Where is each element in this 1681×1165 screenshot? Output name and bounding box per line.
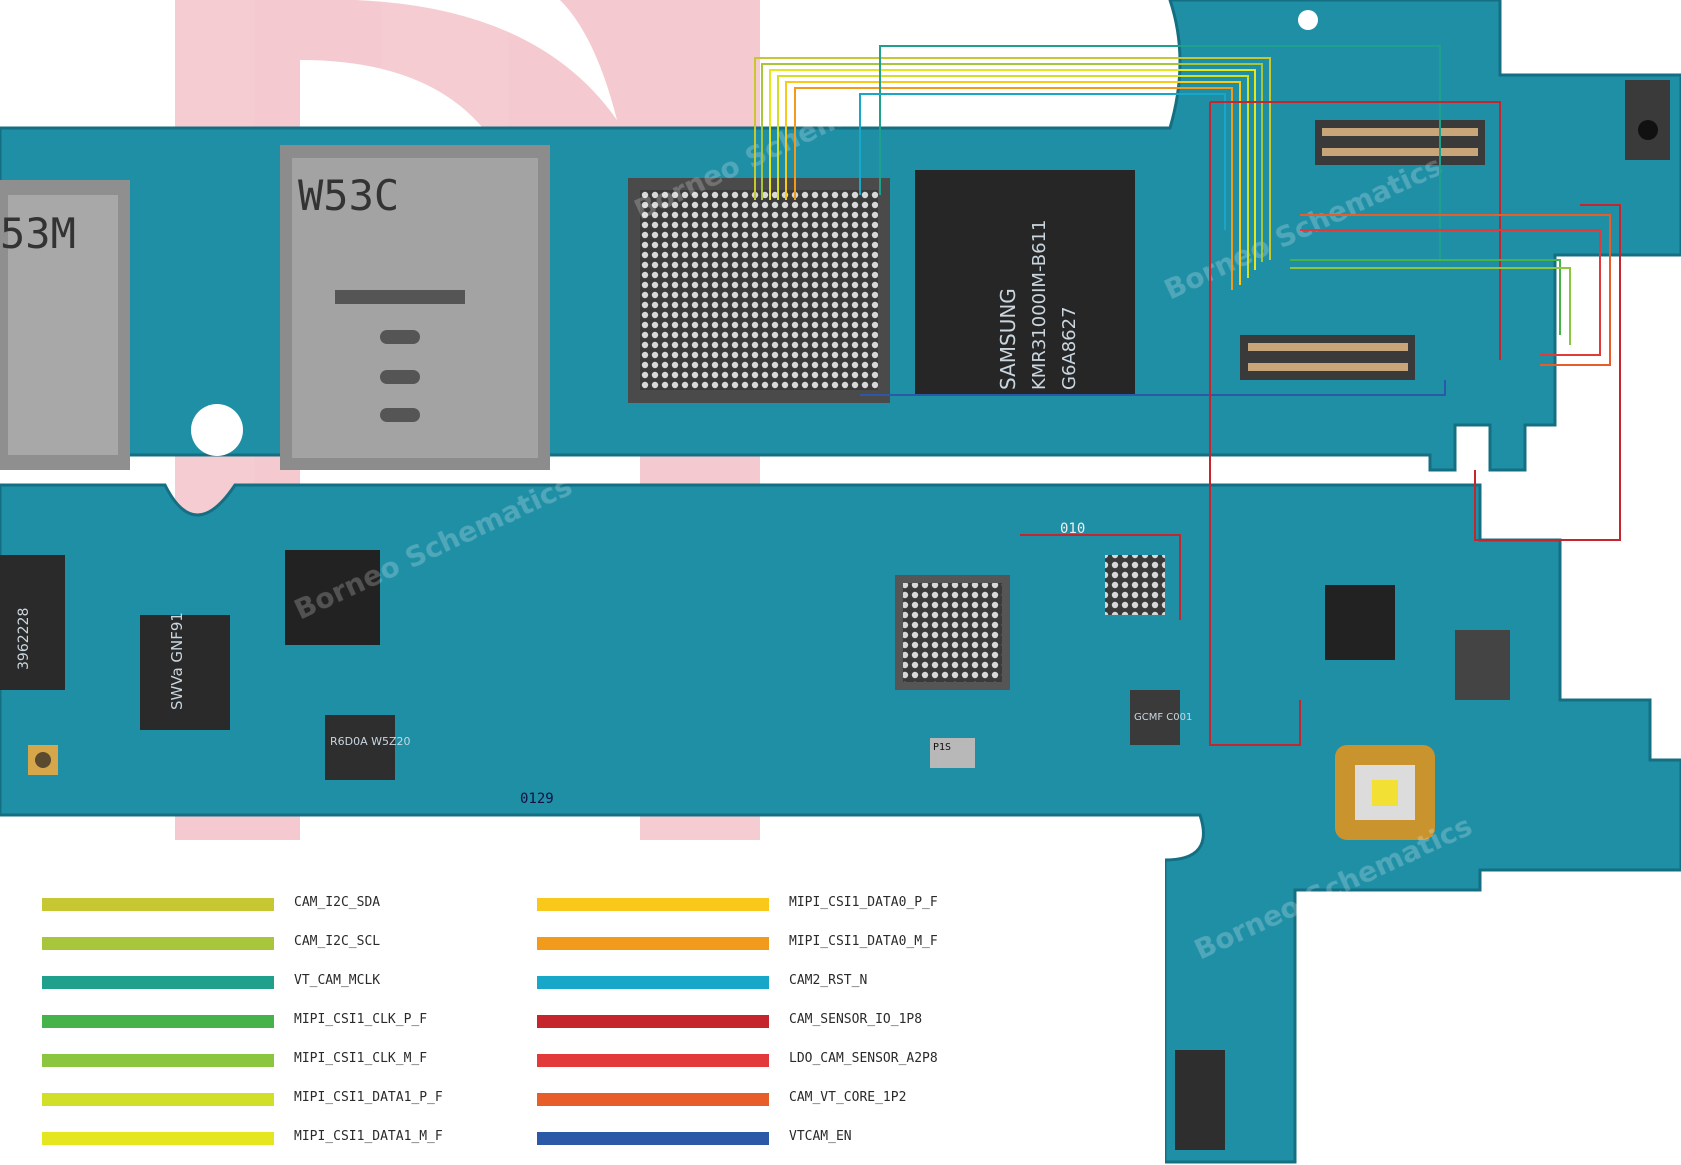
silkscreen-010: 010: [1060, 521, 1085, 537]
legend-label: MIPI_CSI1_CLK_M_F: [294, 1051, 428, 1066]
legend-label: MIPI_CSI1_CLK_P_F: [294, 1012, 428, 1027]
memory-chip-brand: SAMSUNG: [996, 288, 1020, 390]
pmic-chip: SWVa GNF91: [140, 612, 230, 730]
front-camera-module: [1625, 80, 1670, 160]
chip-rf-text: R6D0A W5Z20: [330, 735, 411, 748]
legend-swatch: [537, 1093, 769, 1106]
legend-label: VTCAM_EN: [789, 1129, 852, 1144]
legend-swatch: [537, 1015, 769, 1028]
pcb-bottom-board: [0, 483, 1681, 1164]
legend-label: MIPI_CSI1_DATA1_M_F: [294, 1129, 443, 1144]
legend-label: MIPI_CSI1_DATA0_M_F: [789, 934, 938, 949]
legend-swatch: [42, 1015, 274, 1028]
legend-label: LDO_CAM_SENSOR_A2P8: [789, 1051, 938, 1066]
legend-swatch: [42, 1093, 274, 1106]
legend-swatch: [537, 976, 769, 989]
legend-swatch: [42, 1054, 274, 1067]
flash-led: [1335, 745, 1435, 840]
legend-swatch: [537, 898, 769, 911]
chip-small: GCMF C001: [1130, 690, 1192, 745]
bga-bottom: [895, 575, 1010, 690]
chip-square-2: [1325, 585, 1395, 660]
chip-left-text: 3962228: [16, 608, 32, 670]
legend-swatch: [42, 1132, 274, 1145]
legend-swatch: [42, 976, 274, 989]
legend-label: CAM_I2C_SDA: [294, 895, 381, 910]
simtray-left-text: 53M: [0, 209, 76, 258]
antenna-connector: [28, 745, 58, 775]
chip-square-3: [1455, 630, 1510, 700]
legend-label: CAM2_RST_N: [789, 973, 868, 988]
legend-label: CAM_I2C_SCL: [294, 934, 381, 949]
legend-swatch: [42, 898, 274, 911]
memory-chip-part: KMR31000IM-B611: [1029, 220, 1050, 391]
bga-small: [1105, 555, 1165, 615]
chip-left: 3962228: [0, 555, 65, 690]
silkscreen-p1s: P1S: [933, 742, 951, 753]
simtray-right: W53C: [280, 145, 550, 470]
legend-label: CAM_VT_CORE_1P2: [789, 1090, 907, 1105]
legend-swatch: [537, 1054, 769, 1067]
camera-connector-top: [1315, 120, 1485, 165]
bottom-connector: [1175, 1050, 1225, 1150]
simtray-right-text: W53C: [298, 171, 399, 220]
legend-label: MIPI_CSI1_DATA1_P_F: [294, 1090, 443, 1105]
camera-connector-bottom: [1240, 335, 1415, 380]
simtray-left: 53M: [0, 180, 130, 470]
memory-chip: SAMSUNG KMR31000IM-B611 G6A8627: [915, 170, 1135, 395]
legend-label: CAM_SENSOR_IO_1P8: [789, 1012, 923, 1027]
cpu-bga-grid: [628, 178, 890, 403]
legend-panel: [0, 840, 1165, 1165]
silkscreen-0129: 0129: [520, 791, 554, 807]
legend-swatch: [42, 937, 274, 950]
legend-swatch: [537, 937, 769, 950]
chip-rf: R6D0A W5Z20: [325, 715, 411, 780]
chip-small-text: GCMF C001: [1134, 712, 1192, 723]
chip-square-1: [285, 550, 380, 645]
signal-traces: [754, 45, 1621, 746]
memory-chip-lot: G6A8627: [1059, 306, 1080, 390]
legend-label: VT_CAM_MCLK: [294, 973, 381, 988]
legend-label: MIPI_CSI1_DATA0_P_F: [789, 895, 938, 910]
legend-swatch: [537, 1132, 769, 1145]
crystal: P1S: [930, 738, 975, 768]
pmic-chip-text: SWVa GNF91: [168, 612, 186, 710]
